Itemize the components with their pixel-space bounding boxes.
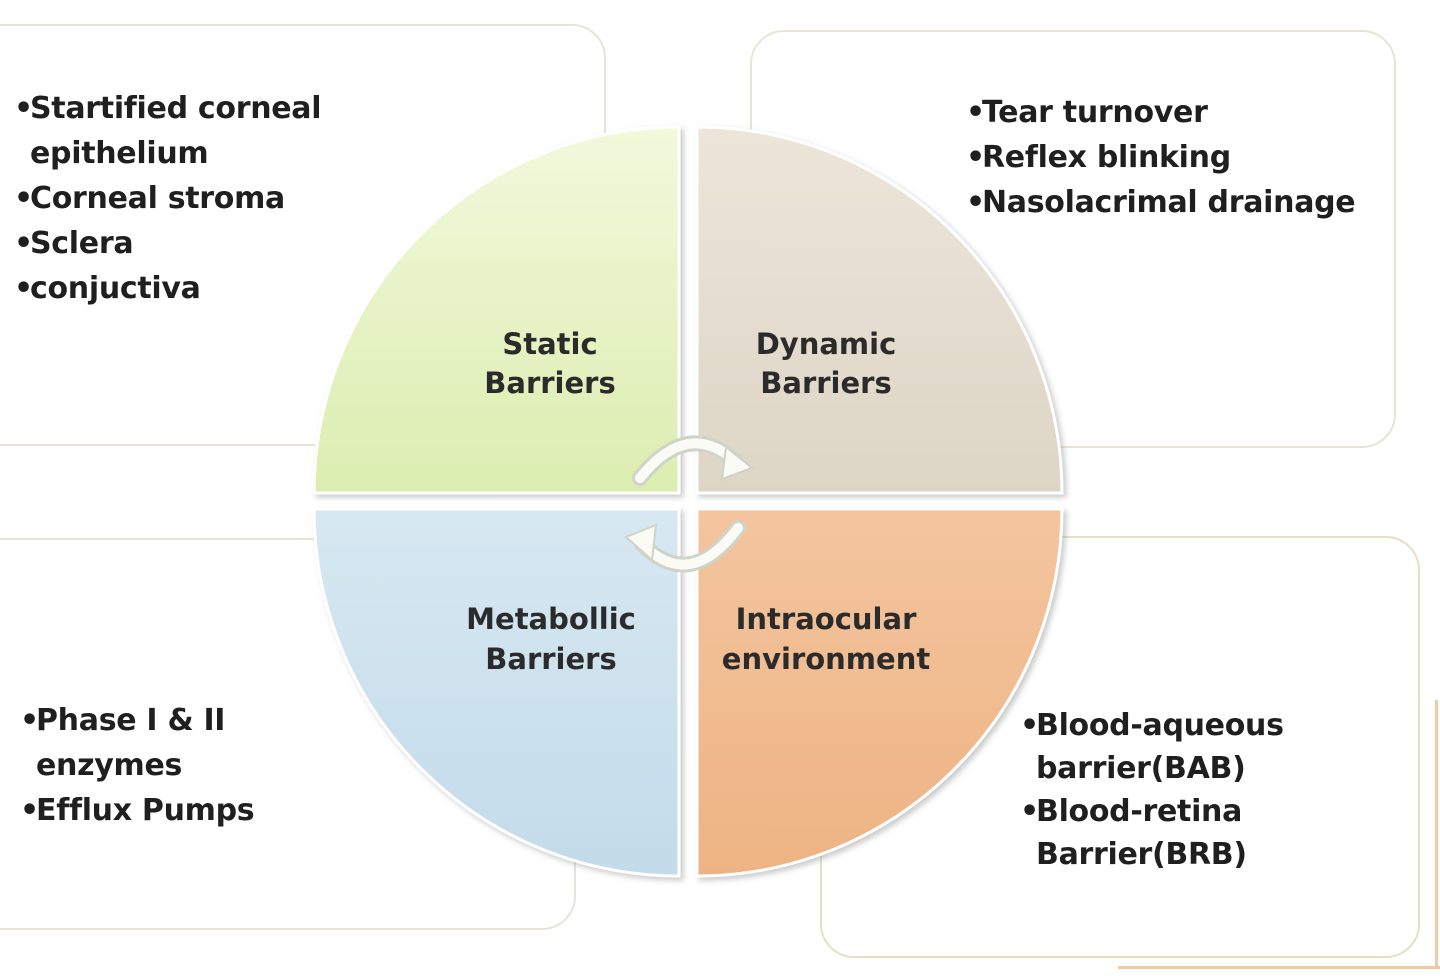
metabolic-barriers-label-line1: Metabollic	[466, 602, 636, 636]
decorative-edge-bottom	[1118, 966, 1440, 969]
static-barriers-label-line2: Barriers	[484, 366, 615, 400]
cycle-arrow-icon	[632, 435, 755, 486]
list-item: Sclera	[14, 221, 354, 266]
list-item: Reflex blinking	[966, 135, 1386, 180]
dynamic-barriers-quadrant	[695, 125, 1064, 495]
list-item: Corneal stroma	[14, 176, 354, 221]
list-item: Blood-aqueous barrier(BAB)	[1020, 704, 1320, 790]
metabolic-barriers-quadrant	[312, 507, 681, 878]
static-barriers-quadrant	[312, 125, 681, 495]
metabolic-barriers-list: Phase I & II enzymes Efflux Pumps	[20, 698, 380, 833]
intraocular-environment-label-line2: environment	[722, 642, 931, 676]
static-barriers-list: Startified corneal epithelium Corneal st…	[14, 86, 354, 311]
cycle-arrow-icon	[624, 520, 746, 573]
static-barriers-label-line1: Static	[502, 327, 597, 361]
list-item: Efflux Pumps	[20, 788, 380, 833]
intraocular-environment-list: Blood-aqueous barrier(BAB) Blood-retina …	[1020, 704, 1320, 876]
intraocular-environment-quadrant	[695, 507, 1064, 878]
list-item: conjuctiva	[14, 266, 354, 311]
list-item: Phase I & II enzymes	[20, 698, 380, 788]
dynamic-barriers-label-line2: Barriers	[760, 366, 891, 400]
decorative-edge-right	[1435, 700, 1438, 968]
list-item: Tear turnover	[966, 90, 1386, 135]
list-item: Blood-retina Barrier(BRB)	[1020, 790, 1320, 876]
intraocular-environment-label-line1: Intraocular	[736, 602, 917, 636]
list-item: Nasolacrimal drainage	[966, 180, 1386, 225]
dynamic-barriers-label-line1: Dynamic	[756, 327, 897, 361]
dynamic-barriers-list: Tear turnover Reflex blinking Nasolacrim…	[966, 90, 1386, 225]
list-item: Startified corneal epithelium	[14, 86, 354, 176]
metabolic-barriers-label-line2: Barriers	[485, 642, 616, 676]
